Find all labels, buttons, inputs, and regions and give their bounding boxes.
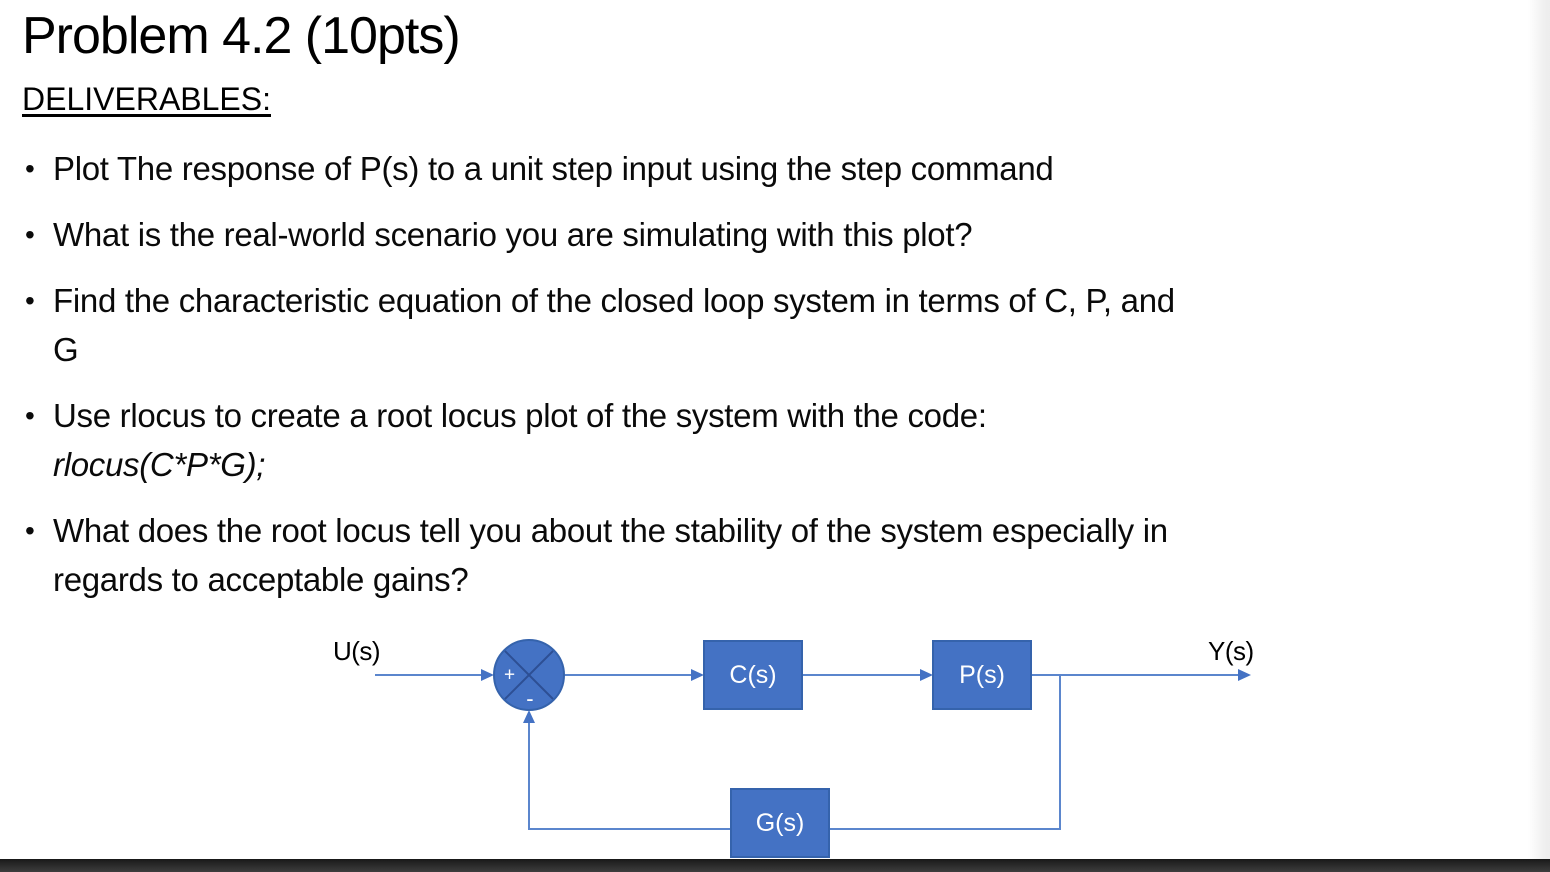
bullet-line: What is the real-world scenario you are …: [53, 216, 973, 254]
bullet-line: G: [53, 331, 79, 369]
sum-to-controller-line: [565, 674, 691, 676]
bullet-icon: •: [25, 219, 35, 251]
list-item: • What is the real-world scenario you ar…: [25, 210, 1522, 259]
feedback-block: G(s): [730, 788, 830, 858]
arrowhead-icon: [523, 710, 535, 723]
input-signal-label: U(s): [333, 636, 381, 666]
bullet-text: What does the root locus tell you about …: [53, 506, 1522, 604]
page-title: Problem 4.2 (10pts): [22, 7, 461, 65]
plus-sign: +: [504, 664, 516, 686]
arrowhead-icon: [691, 669, 704, 681]
output-signal-label: Y(s): [1208, 636, 1254, 666]
controller-block: C(s): [703, 640, 803, 710]
bullet-line: regards to acceptable gains?: [53, 561, 469, 599]
list-item: • What does the root locus tell you abou…: [25, 506, 1522, 604]
bullet-line: Plot The response of P(s) to a unit step…: [53, 150, 1054, 188]
bullet-icon: •: [25, 153, 35, 185]
feedback-return-line: [528, 722, 530, 829]
slide-content: Problem 4.2 (10pts) DELIVERABLES: • Plot…: [22, 4, 1522, 621]
bullet-line: What does the root locus tell you about …: [53, 512, 1168, 550]
bullet-icon: •: [25, 285, 35, 317]
list-item: • Find the characteristic equation of th…: [25, 276, 1522, 374]
arrowhead-icon: [920, 669, 933, 681]
arrowhead-icon: [1238, 669, 1251, 681]
bullet-icon: •: [25, 515, 35, 547]
minus-sign: -: [526, 686, 534, 711]
bullet-text: Use rlocus to create a root locus plot o…: [53, 391, 1522, 489]
bullet-line: Find the characteristic equation of the …: [53, 282, 1175, 320]
feedback-block-label: G(s): [755, 808, 805, 837]
input-arrow-line: [375, 674, 481, 676]
summing-junction: + -: [493, 639, 565, 711]
deliverables-heading: DELIVERABLES:: [22, 81, 271, 117]
feedback-takeoff-line: [1059, 675, 1061, 830]
bullet-text: Plot The response of P(s) to a unit step…: [53, 144, 1522, 193]
output-line: [1032, 674, 1238, 676]
deliverables-list: • Plot The response of P(s) to a unit st…: [22, 144, 1522, 604]
plant-block: P(s): [932, 640, 1032, 710]
bottom-edge-bar: [0, 859, 1550, 872]
arrowhead-icon: [481, 669, 494, 681]
matlab-code: rlocus(C*P*G);: [53, 446, 266, 484]
list-item: • Plot The response of P(s) to a unit st…: [25, 144, 1522, 193]
bullet-text: What is the real-world scenario you are …: [53, 210, 1522, 259]
bullet-icon: •: [25, 400, 35, 432]
controller-block-label: C(s): [729, 660, 777, 689]
list-item: • Use rlocus to create a root locus plot…: [25, 391, 1522, 489]
plant-block-label: P(s): [959, 660, 1005, 689]
controller-to-plant-line: [803, 674, 920, 676]
right-edge-gutter: [1528, 0, 1550, 859]
bullet-line: Use rlocus to create a root locus plot o…: [53, 397, 987, 435]
bullet-text: Find the characteristic equation of the …: [53, 276, 1522, 374]
